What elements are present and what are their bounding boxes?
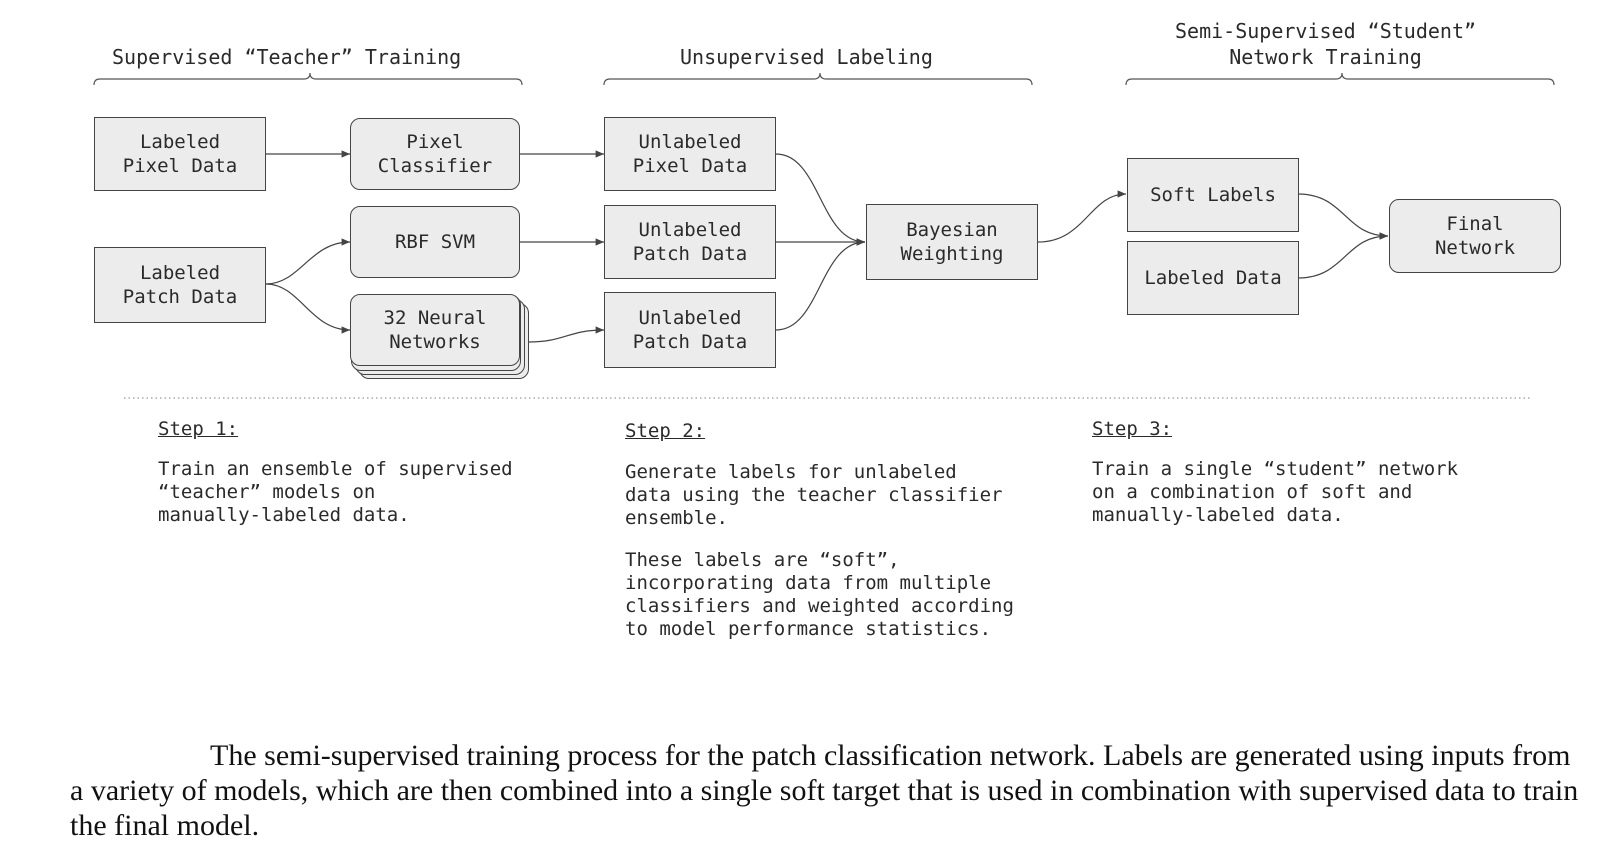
final-network-box: Final Network <box>1389 199 1561 273</box>
arrow-labeled-data-to-final <box>1297 232 1389 279</box>
figure-caption-text: The semi-supervised training process for… <box>70 739 1579 842</box>
unlabeled-patch-data-box: Unlabeled Patch Data <box>604 292 776 368</box>
arrow-unlabeled-pixel-to-bayesian <box>775 153 866 246</box>
step-3-text: Train a single “student” network on a co… <box>1092 458 1459 526</box>
step-1-text: Train an ensemble of supervised “teacher… <box>158 458 513 526</box>
bayesian-weighting-box: Bayesian Weighting <box>866 204 1038 280</box>
arrow-soft-labels-to-final <box>1297 193 1389 240</box>
arrow-patch-data-to-nn <box>265 283 351 334</box>
labeled-pixel-data-box: Labeled Pixel Data <box>94 117 266 191</box>
pixel-classifier-box: Pixel Classifier <box>350 118 520 190</box>
arrow-patch-data-to-svm <box>265 238 351 285</box>
phase-title-student: Semi-Supervised “Student” Network Traini… <box>1175 19 1477 69</box>
arrow-nn-to-unlabeled-patch <box>527 326 605 343</box>
rbf-svm-box: RBF SVM <box>350 206 520 278</box>
step-2-text: Generate labels for unlabeled data using… <box>625 461 1003 529</box>
neural-networks-box: 32 Neural Networks <box>350 294 520 366</box>
unlabeled-patch-data-box: Unlabeled Patch Data <box>604 205 776 279</box>
figure-caption: The semi-supervised training process for… <box>70 738 1583 843</box>
phase-brace-2 <box>603 72 1033 86</box>
step-1-title: Step 1: <box>158 418 239 440</box>
soft-labels-box: Soft Labels <box>1127 158 1299 232</box>
phase-brace-3 <box>1125 72 1555 86</box>
step-2-title: Step 2: <box>625 420 706 442</box>
arrow-unlabeled-patch-2-to-bayesian <box>775 238 866 331</box>
phase-title-labeling: Unsupervised Labeling <box>680 45 933 69</box>
unlabeled-pixel-data-box: Unlabeled Pixel Data <box>604 117 776 191</box>
step-2-text-soft: These labels are “soft”, incorporating d… <box>625 549 1014 640</box>
phase-brace-1 <box>93 72 523 86</box>
labeled-data-box: Labeled Data <box>1127 241 1299 315</box>
phase-title-teacher: Supervised “Teacher” Training <box>112 45 462 69</box>
labeled-patch-data-box: Labeled Patch Data <box>94 247 266 323</box>
arrow-bayesian-to-soft-labels <box>1037 190 1127 243</box>
step-3-title: Step 3: <box>1092 418 1173 440</box>
